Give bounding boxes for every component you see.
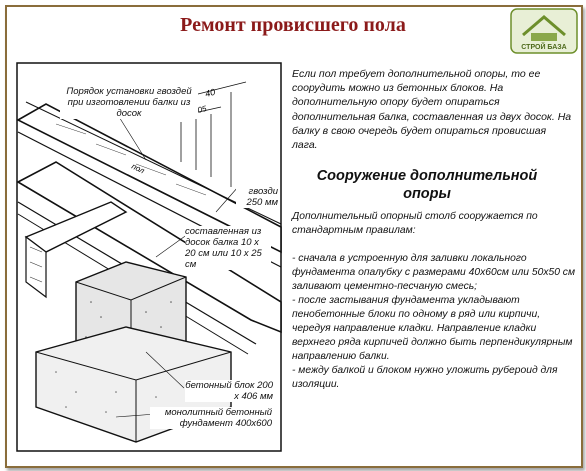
text-column: Если пол требует дополнительной опоры, т… [292, 67, 575, 390]
beam-label: составленная из досок балка 10 х 20 см и… [185, 226, 271, 270]
site-logo: СТРОЙ БАЗА [510, 8, 578, 54]
section-title: Сооружение дополнительной опоры [316, 168, 538, 202]
nail-order-label: Порядок установки гвоздей при изготовлен… [60, 86, 198, 119]
instructions-body: Дополнительный опорный столб сооружается… [292, 210, 576, 392]
dim-top-label: 40 [204, 87, 216, 99]
foundation-label: монолитный бетонный фундамент 400х600 [150, 407, 272, 429]
instruction-paragraph-3: - после застывания фундамента укладывают… [292, 295, 573, 362]
page-title: Ремонт провисшего пола [180, 14, 406, 36]
intro-paragraph: Если пол требует дополнительной опоры, т… [292, 68, 572, 152]
instruction-paragraph-4: - между балкой и блоком нужно уложить ру… [292, 365, 558, 390]
nails-label: гвозди 250 мм [236, 186, 278, 208]
block-label: бетонный блок 200 х 406 мм [185, 380, 273, 402]
instruction-paragraph-2: - сначала в устроенную для заливки локал… [292, 253, 576, 292]
logo-text: СТРОЙ БАЗА [521, 42, 566, 51]
instruction-paragraph-1: Дополнительный опорный столб сооружается… [292, 211, 538, 236]
